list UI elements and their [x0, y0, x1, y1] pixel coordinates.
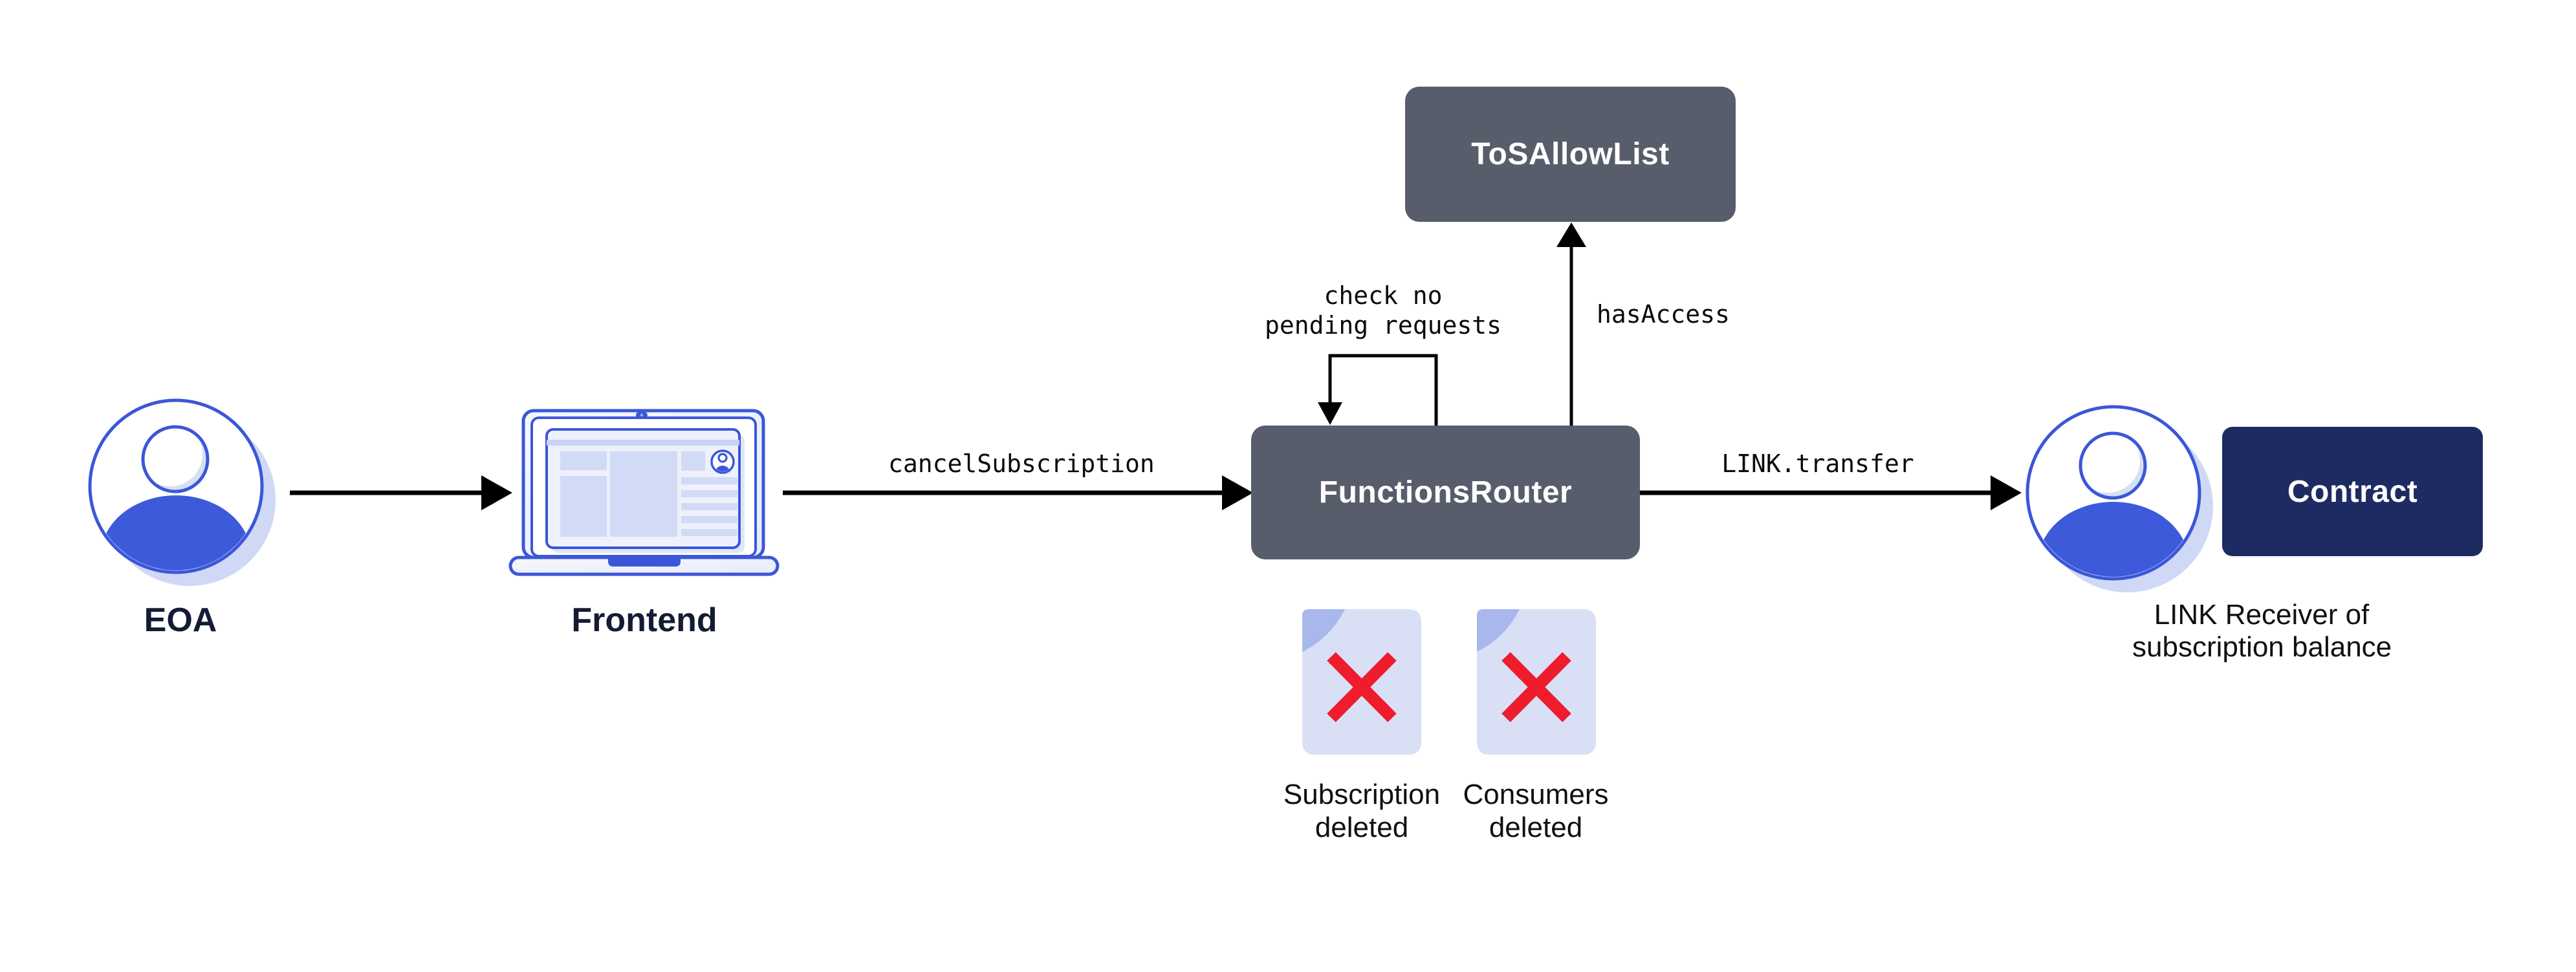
eoa-avatar-icon	[88, 398, 276, 586]
arrow-eoa-to-frontend	[290, 475, 512, 510]
edge-label-has-access: hasAccess	[1597, 300, 1730, 329]
link-receiver-caption-line2: subscription balance	[2132, 631, 2392, 663]
arrow-router-to-tos	[1556, 222, 1586, 426]
subscription-deleted-caption-line2: deleted	[1315, 812, 1409, 843]
edge-label-link-transfer: LINK.transfer	[1721, 449, 1914, 478]
subscription-deleted-caption: Subscription deleted	[1265, 778, 1459, 844]
frontend-label: Frontend	[571, 601, 717, 639]
eoa-label: EOA	[144, 601, 217, 639]
node-contract: Contract	[2222, 427, 2483, 556]
arrow-router-to-receiver	[1640, 475, 2022, 510]
link-receiver-avatar-icon	[2025, 405, 2213, 592]
edge-label-check-pending-line2: pending requests	[1264, 311, 1502, 340]
browser-user-icon	[710, 449, 735, 474]
contract-label: Contract	[2287, 474, 2418, 509]
subscription-deleted-doc-icon	[1302, 609, 1421, 755]
consumers-deleted-caption: Consumers deleted	[1439, 778, 1633, 844]
frontend-laptop-icon	[508, 409, 780, 576]
arrow-router-self-loop	[1318, 354, 1438, 426]
subscription-deleted-caption-line1: Subscription	[1283, 779, 1441, 810]
link-receiver-caption: LINK Receiver of subscription balance	[2132, 599, 2392, 664]
functions-router-label: FunctionsRouter	[1318, 475, 1573, 510]
link-receiver-caption-line1: LINK Receiver of	[2154, 599, 2370, 631]
node-functions-router: FunctionsRouter	[1251, 426, 1640, 559]
consumers-deleted-caption-line1: Consumers	[1463, 779, 1609, 810]
consumers-deleted-caption-line2: deleted	[1489, 812, 1583, 843]
tos-allow-list-label: ToSAllowList	[1471, 137, 1670, 171]
edge-label-check-pending: check no pending requests	[1254, 281, 1512, 340]
node-tos-allow-list: ToSAllowList	[1405, 87, 1736, 222]
edge-label-check-pending-line1: check no	[1324, 281, 1443, 310]
edge-label-cancel-subscription: cancelSubscription	[888, 449, 1155, 478]
consumers-deleted-doc-icon	[1477, 609, 1596, 755]
arrow-frontend-to-router	[783, 475, 1253, 510]
